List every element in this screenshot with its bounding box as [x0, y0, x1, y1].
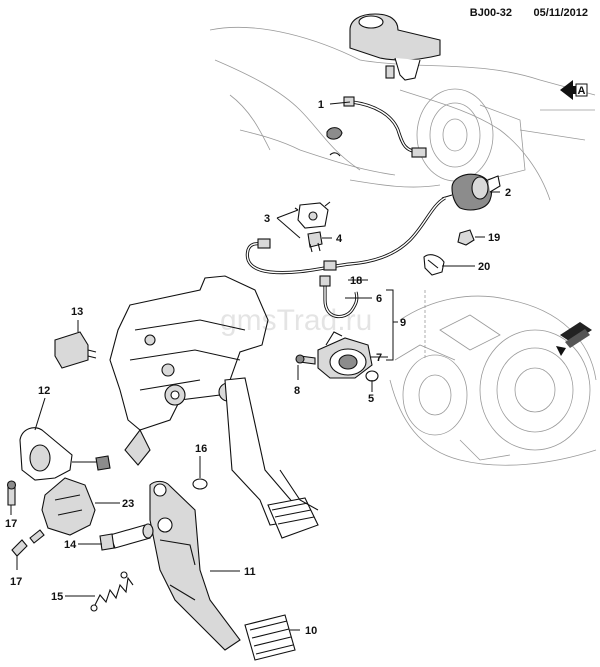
callout-2: 2: [505, 187, 511, 199]
leader-lines: [10, 101, 500, 631]
pedal-mount: [41, 477, 96, 536]
callout-9: 9: [400, 317, 406, 329]
clutch-switch: [54, 331, 97, 369]
bolt-lower: [11, 529, 45, 557]
callout-17-lower: 17: [10, 576, 22, 588]
brake-pedal: [224, 377, 319, 539]
callout-16: 16: [195, 443, 207, 455]
callout-1: 1: [318, 99, 324, 111]
return-spring: [90, 571, 134, 612]
bracket-clip: [307, 231, 323, 253]
hydraulic-line: [245, 196, 446, 275]
pedal-box-bracket: [109, 275, 269, 466]
clutch-master-cylinder: [441, 173, 501, 211]
clutch-pedal: [149, 480, 241, 651]
callout-15: 15: [51, 591, 63, 603]
view-arrow-marker: [556, 322, 592, 356]
callout-3: 3: [264, 213, 270, 225]
clutch-feed-pipe: [343, 96, 427, 158]
callout-19: 19: [488, 232, 500, 244]
callout-10: 10: [305, 625, 317, 637]
fluid-reservoir: [349, 13, 441, 81]
slave-seal: [365, 370, 379, 382]
pipe-clip: [326, 127, 343, 157]
view-marker-a: A: [560, 80, 588, 100]
callout-14: 14: [64, 539, 77, 551]
callout-13: 13: [71, 306, 83, 318]
pedal-cylinder: [19, 427, 111, 481]
line-bracket: [294, 201, 331, 229]
callout-20: 20: [478, 261, 490, 273]
watermark: gmsTrad.ru: [220, 304, 372, 337]
callout-17-upper: 17: [5, 518, 17, 530]
concentric-slave-cylinder: [317, 331, 373, 379]
pivot-pin: [99, 523, 154, 551]
callout-11: 11: [244, 566, 256, 578]
callout-18: 18: [350, 275, 362, 287]
callout-7: 7: [376, 352, 382, 364]
pedal-stop: [192, 478, 208, 490]
gearbox-ghost: [389, 290, 597, 466]
diagram-date: 05/11/2012: [534, 7, 588, 19]
callout-4: 4: [336, 233, 343, 245]
bolt-upper: [6, 480, 17, 506]
firewall-ghost: [209, 27, 596, 201]
callout-5: 5: [368, 393, 374, 405]
retaining-clip: [423, 254, 445, 276]
callout-numbers: 1 2 3 4 5 6 7 8 9 10 11 12 13 14 15 16 1…: [5, 99, 511, 637]
callout-23: 23: [122, 498, 134, 510]
callout-8: 8: [294, 385, 300, 397]
view-marker-label: A: [578, 85, 586, 97]
diagram-code: BJ00-32: [470, 7, 512, 19]
callout-6: 6: [376, 293, 382, 305]
callout-12: 12: [38, 385, 50, 397]
slave-bolt: [295, 354, 316, 365]
grommet: [457, 229, 475, 246]
pedal-pad: [244, 614, 296, 661]
